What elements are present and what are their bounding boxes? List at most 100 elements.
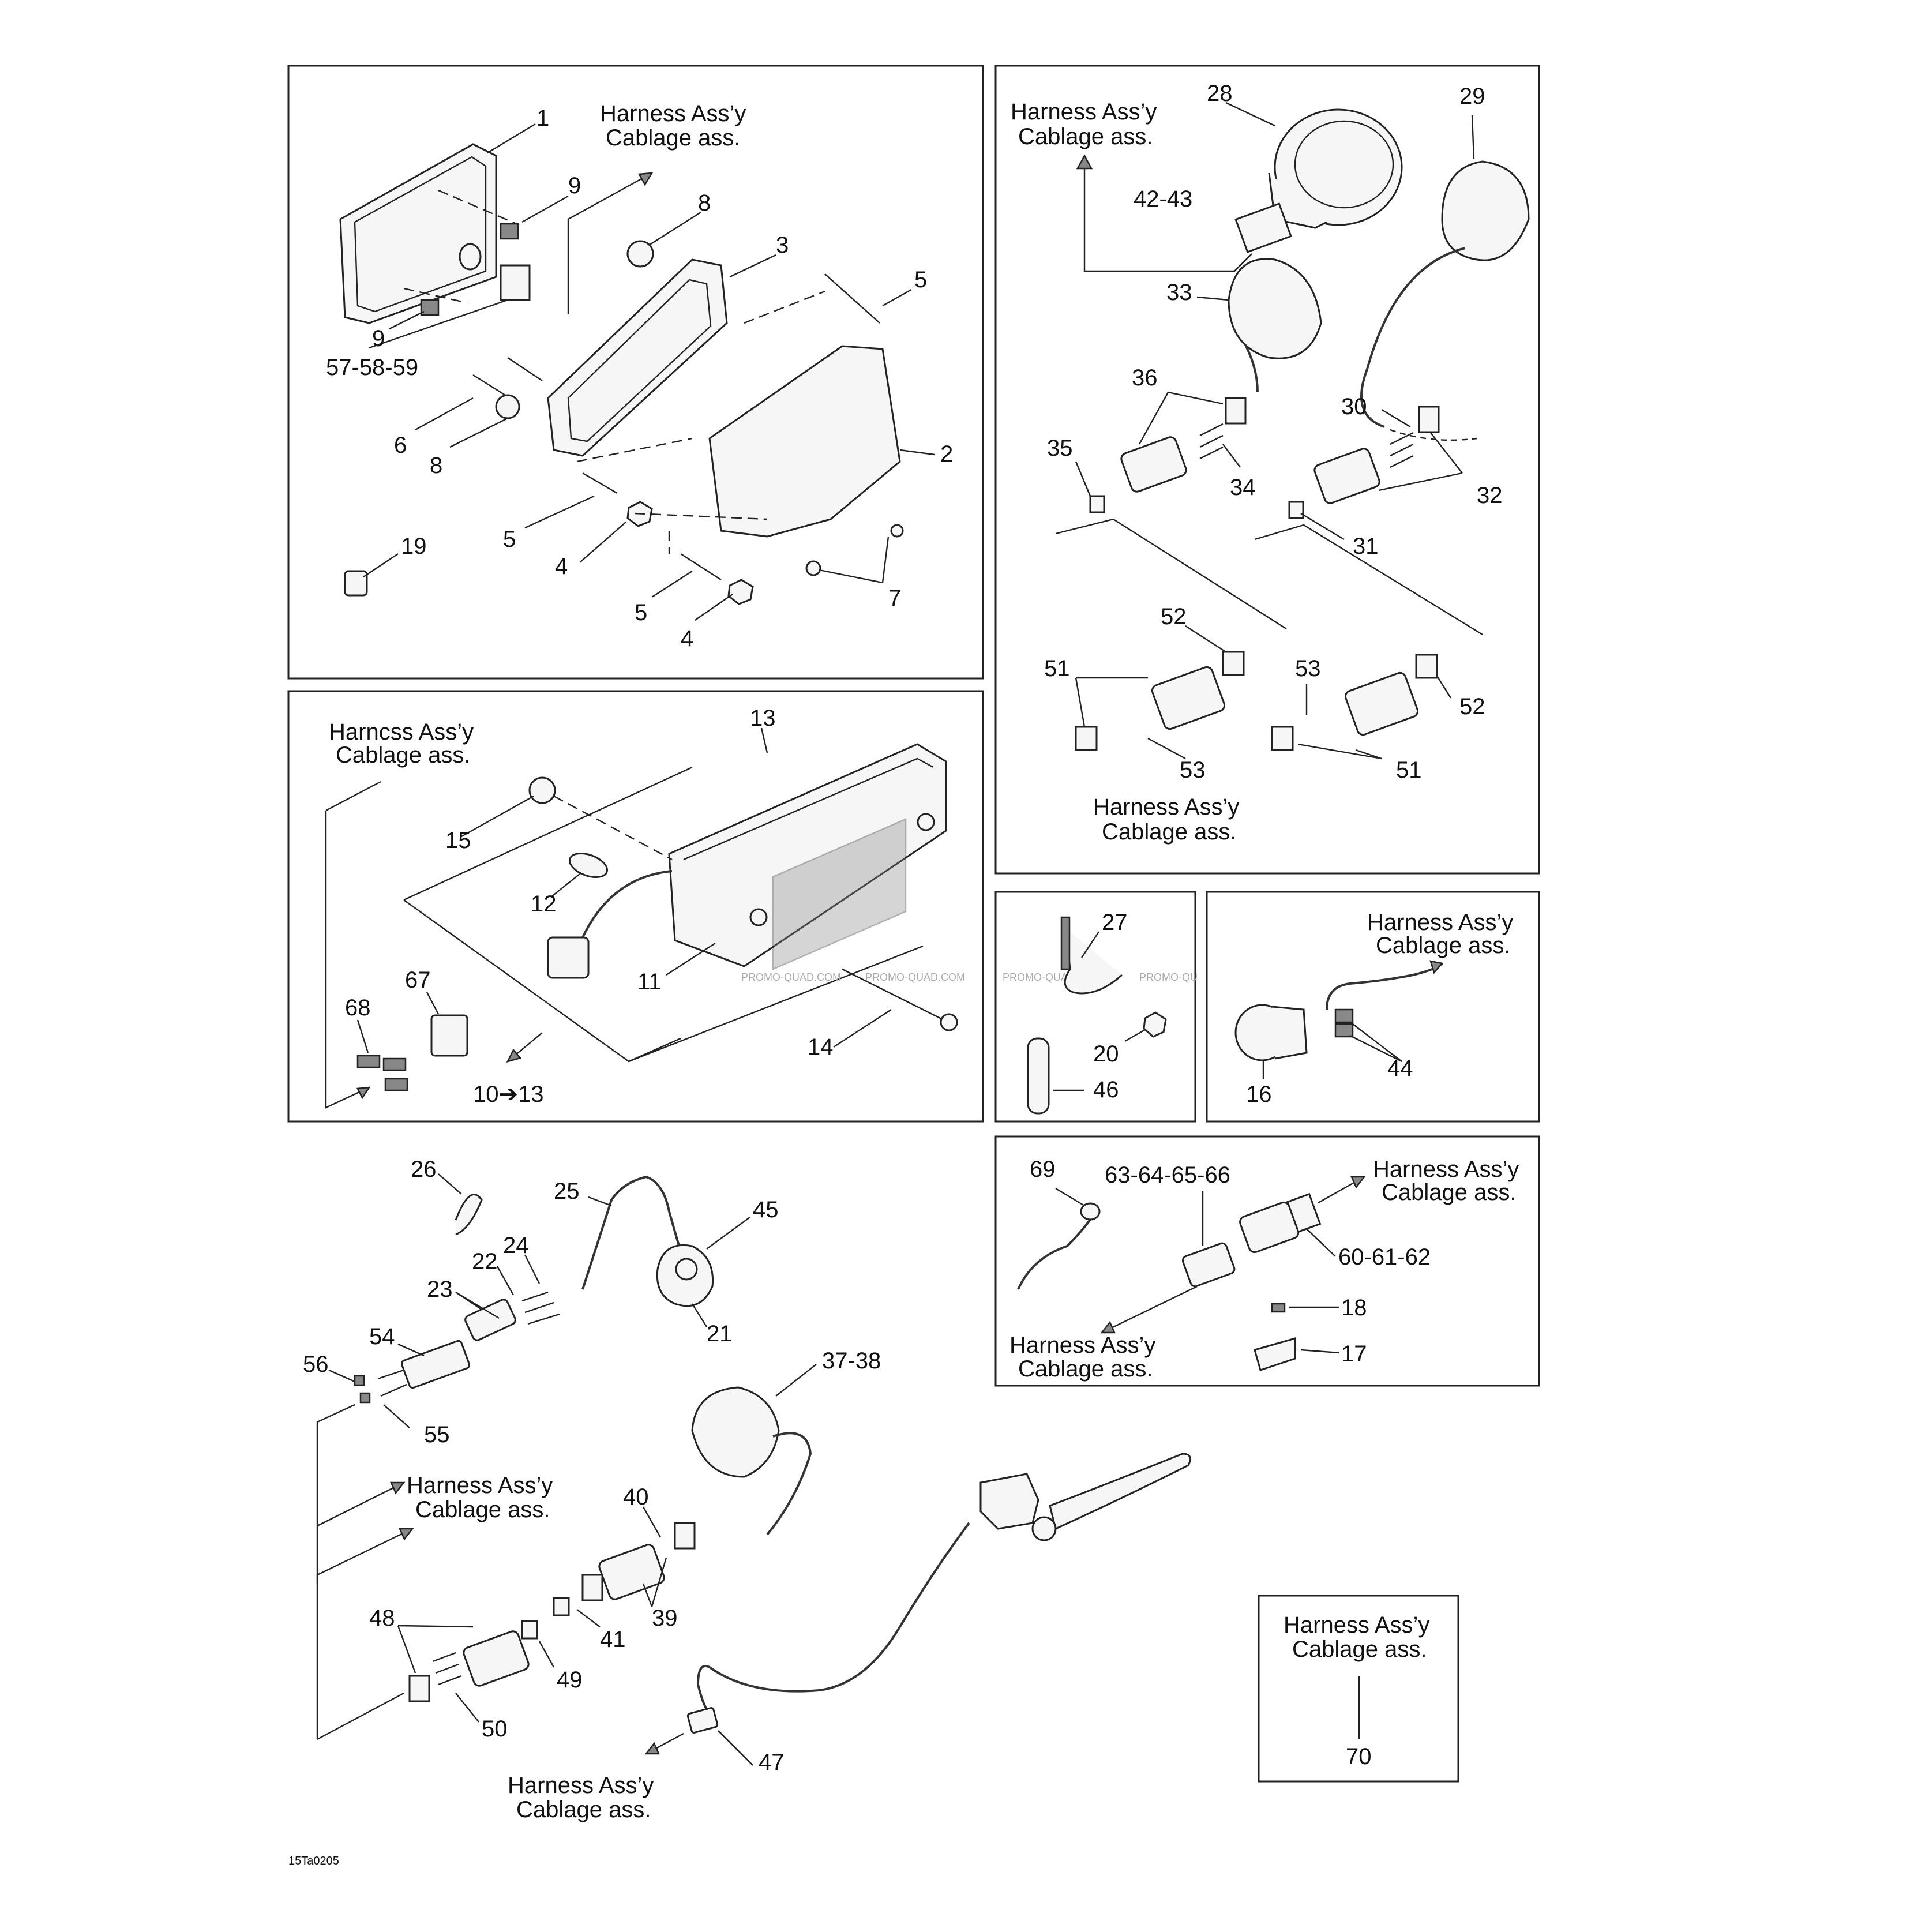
harness-label-handlebar-top-en: Harness Ass’y xyxy=(407,1473,553,1498)
handlebar-assembly xyxy=(316,1173,1191,1766)
label-54: 54 xyxy=(369,1324,395,1349)
label-8-left: 8 xyxy=(430,453,442,478)
label-42-43: 42-43 xyxy=(1134,186,1192,212)
label-31: 31 xyxy=(1353,534,1379,559)
connector-panel xyxy=(994,1135,1540,1387)
label-18: 18 xyxy=(1341,1295,1367,1320)
label-8-top: 8 xyxy=(698,190,711,216)
label-5-bottom: 5 xyxy=(635,600,647,625)
figure-code: 15Ta0205 xyxy=(288,1855,339,1867)
label-56: 56 xyxy=(303,1352,329,1377)
watermark-1: PROMO-QUAD.COM xyxy=(741,971,841,983)
label-67: 67 xyxy=(405,967,431,993)
label-21: 21 xyxy=(707,1321,733,1346)
label-57-58-59: 57-58-59 xyxy=(326,355,418,380)
harness-70-panel xyxy=(1258,1595,1459,1783)
label-25: 25 xyxy=(554,1179,580,1204)
label-41: 41 xyxy=(600,1627,626,1652)
label-15: 15 xyxy=(445,828,471,853)
harness-label-handlebar-bottom-fr: Cablage ass. xyxy=(516,1797,651,1822)
label-36: 36 xyxy=(1132,365,1158,391)
label-45: 45 xyxy=(753,1197,779,1222)
label-4-middle: 4 xyxy=(555,554,568,579)
harness-label-taillight-en: Harncss Ass’y xyxy=(329,719,474,745)
label-29: 29 xyxy=(1459,84,1485,109)
label-3: 3 xyxy=(776,232,789,258)
label-5-middle: 5 xyxy=(503,527,516,552)
label-55: 55 xyxy=(424,1422,450,1447)
label-16: 16 xyxy=(1246,1082,1272,1107)
label-33: 33 xyxy=(1166,280,1192,305)
clip-panel xyxy=(994,891,1196,1123)
label-49: 49 xyxy=(557,1667,583,1693)
label-63-64-65-66: 63-64-65-66 xyxy=(1105,1162,1230,1188)
label-2: 2 xyxy=(940,441,953,467)
harness-label-headlamp-en: Harness Ass’y xyxy=(600,101,746,126)
harness-label-connector-top-en: Harness Ass’y xyxy=(1373,1157,1519,1182)
harness-label-connector-bottom-fr: Cablage ass. xyxy=(1018,1356,1153,1382)
taillight-panel xyxy=(287,690,984,1123)
harness-label-connector-top-fr: Cablage ass. xyxy=(1382,1180,1516,1205)
harness-label-gauges-top-en: Harness Ass’y xyxy=(1011,99,1157,125)
label-46: 46 xyxy=(1093,1077,1119,1102)
connector-assembly xyxy=(1017,1176,1366,1371)
label-37-38: 37-38 xyxy=(822,1348,881,1374)
label-14: 14 xyxy=(808,1034,834,1060)
label-44: 44 xyxy=(1387,1056,1413,1081)
indicator-panel xyxy=(1206,891,1540,1123)
gauge-assembly xyxy=(1055,102,1530,760)
label-17: 17 xyxy=(1341,1341,1367,1367)
label-68: 68 xyxy=(345,995,371,1021)
label-1: 1 xyxy=(536,106,549,131)
harness-label-70-en: Harness Ass’y xyxy=(1284,1612,1429,1638)
harness-label-headlamp-fr: Cablage ass. xyxy=(606,125,740,151)
label-51-right: 51 xyxy=(1396,757,1422,783)
harness-label-indicator-fr: Cablage ass. xyxy=(1376,933,1510,958)
watermark-4: PROMO-QU xyxy=(1139,971,1198,983)
label-48: 48 xyxy=(369,1605,395,1631)
harness-label-handlebar-top-fr: Cablage ass. xyxy=(415,1497,550,1522)
label-40: 40 xyxy=(623,1484,649,1510)
harness-label-gauges-bottom-fr: Cablage ass. xyxy=(1102,819,1236,845)
harness-label-70-fr: Cablage ass. xyxy=(1292,1637,1427,1662)
label-7: 7 xyxy=(888,586,901,611)
clip-assembly xyxy=(1027,916,1167,1115)
label-26: 26 xyxy=(411,1157,437,1182)
label-13: 13 xyxy=(750,706,776,731)
headlamp-assembly xyxy=(339,123,935,621)
label-69: 69 xyxy=(1030,1157,1056,1182)
label-10-to-13: 10➔13 xyxy=(473,1082,544,1107)
label-30: 30 xyxy=(1341,394,1367,419)
taillight-assembly xyxy=(325,727,958,1109)
label-52-right: 52 xyxy=(1459,694,1485,719)
harness-label-gauges-top-fr: Cablage ass. xyxy=(1018,124,1153,149)
label-11: 11 xyxy=(637,969,662,995)
headlamp-panel xyxy=(287,65,984,680)
watermark-2: PROMO-QUAD.COM xyxy=(865,971,965,983)
harness-label-gauges-bottom-en: Harness Ass’y xyxy=(1093,794,1239,820)
label-50: 50 xyxy=(482,1716,508,1742)
label-20: 20 xyxy=(1093,1041,1119,1067)
label-9-left: 9 xyxy=(372,326,385,351)
harness-label-connector-bottom-en: Harness Ass’y xyxy=(1009,1333,1155,1358)
gauges-panel xyxy=(994,65,1540,875)
label-47: 47 xyxy=(759,1750,785,1775)
label-70: 70 xyxy=(1346,1744,1372,1769)
indicator-assembly xyxy=(1234,960,1444,1079)
label-53-bottom: 53 xyxy=(1180,757,1206,783)
label-22: 22 xyxy=(472,1249,498,1274)
label-27: 27 xyxy=(1102,910,1128,935)
harness-label-indicator-en: Harness Ass’y xyxy=(1367,910,1513,935)
harness-label-handlebar-bottom-en: Harness Ass’y xyxy=(508,1773,654,1798)
label-52-left: 52 xyxy=(1161,604,1187,629)
label-4-bottom: 4 xyxy=(681,626,693,651)
label-24: 24 xyxy=(503,1233,529,1258)
label-28: 28 xyxy=(1207,81,1233,106)
label-32: 32 xyxy=(1477,483,1503,508)
label-19: 19 xyxy=(401,534,427,559)
label-39: 39 xyxy=(652,1605,678,1631)
label-23: 23 xyxy=(427,1277,453,1302)
label-51-left: 51 xyxy=(1044,656,1070,681)
label-9-top: 9 xyxy=(568,173,581,198)
label-5-right: 5 xyxy=(914,267,927,292)
